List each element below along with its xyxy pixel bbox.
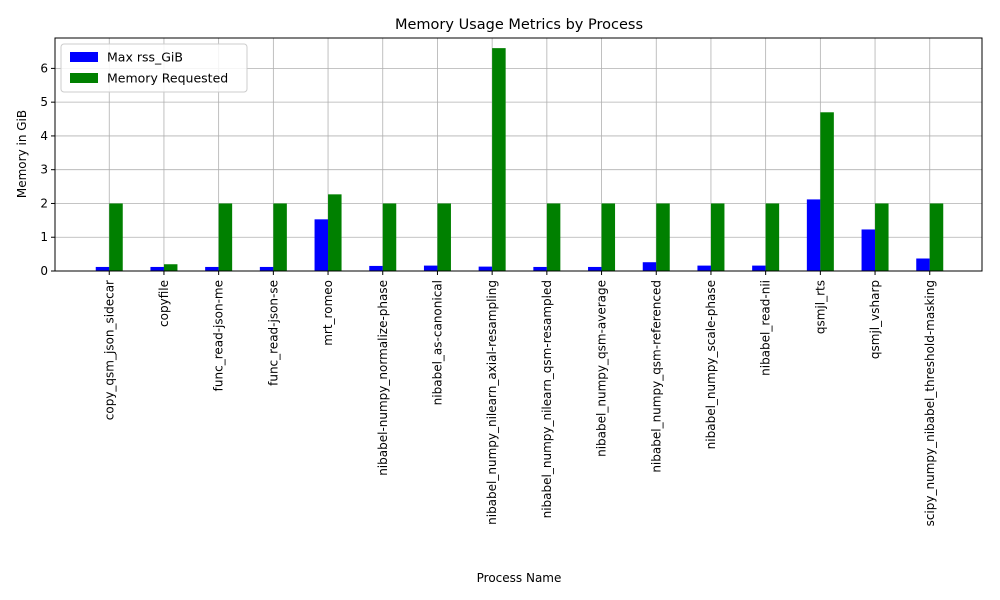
- bar-memory-requested: [273, 203, 287, 271]
- bar-max-rss: [369, 265, 383, 271]
- bar-memory-requested: [820, 112, 834, 271]
- x-tick-label: copyfile: [157, 280, 171, 327]
- y-tick-label: 1: [40, 230, 48, 244]
- y-tick-label: 6: [40, 61, 48, 75]
- bar-max-rss: [533, 266, 547, 271]
- x-tick-label: qsmjl_vsharp: [868, 280, 882, 359]
- bar-memory-requested: [218, 203, 233, 271]
- bar-memory-requested: [929, 203, 944, 271]
- legend-swatch: [70, 73, 98, 83]
- x-tick-label: func_read-json-se: [266, 280, 280, 386]
- bar-max-rss: [697, 265, 711, 271]
- bar-memory-requested: [601, 203, 616, 271]
- x-axis-label: Process Name: [477, 571, 562, 585]
- plot-frame: [54, 37, 983, 272]
- bar-max-rss: [806, 199, 821, 271]
- bar-max-rss: [916, 258, 930, 271]
- bar-max-rss: [423, 265, 438, 271]
- y-tick-label: 0: [40, 264, 48, 278]
- y-tick-label: 2: [40, 196, 48, 210]
- bar-memory-requested: [328, 194, 342, 271]
- bar-max-rss: [150, 266, 164, 271]
- x-tick-label: copy_qsm_json_sidecar: [102, 280, 116, 420]
- bar-memory-requested: [546, 203, 561, 271]
- chart-title: Memory Usage Metrics by Process: [395, 17, 643, 33]
- bar-max-rss: [314, 219, 329, 271]
- bar-memory-requested: [163, 264, 178, 271]
- x-tick-label: nibabel_numpy_nilearn_qsm-resampled: [540, 280, 554, 518]
- x-tick-label: nibabel-numpy_normalize-phase: [376, 280, 390, 476]
- bar-max-rss: [205, 266, 219, 271]
- bar-memory-requested: [875, 203, 889, 271]
- x-tick-label: qsmjl_rts: [813, 280, 827, 334]
- legend-swatch: [70, 52, 98, 62]
- bar-memory-requested: [656, 203, 670, 271]
- x-tick-label: nibabel_numpy_scale-phase: [704, 280, 718, 449]
- bar-max-rss: [752, 265, 766, 271]
- bar-max-rss: [642, 262, 657, 271]
- x-tick-label: nibabel_as-canonical: [430, 280, 444, 405]
- y-tick-label: 3: [40, 163, 48, 177]
- x-tick-label: mrt_romeo: [321, 280, 335, 346]
- legend-label: Max rss_GiB: [107, 50, 183, 65]
- bar-memory-requested: [492, 48, 506, 272]
- bar-memory-requested: [710, 203, 725, 271]
- legend-label: Memory Requested: [107, 71, 228, 86]
- x-tick-label: nibabel_read-nii: [759, 280, 773, 376]
- x-axis: copy_qsm_json_sidecar copyfile func_read-j…: [102, 271, 937, 526]
- bar-max-rss: [95, 266, 110, 271]
- bar-max-rss: [861, 229, 876, 271]
- y-axis-label: Memory in GiB: [15, 110, 29, 198]
- x-tick-label: nibabel_numpy_qsm-referenced: [649, 280, 663, 473]
- bar-max-rss: [478, 266, 493, 271]
- x-tick-label: func_read-json-me: [212, 280, 226, 391]
- y-tick-label: 4: [40, 129, 48, 143]
- legend: Max rss_GiB Memory Requested: [60, 43, 248, 93]
- y-axis: 0 1 2 3 4 5 6: [40, 61, 55, 278]
- bar-memory-requested: [382, 203, 397, 271]
- bar-memory-requested: [765, 203, 780, 271]
- bar-max-rss: [588, 266, 602, 271]
- bar-memory-requested: [109, 203, 123, 271]
- bars: [95, 48, 944, 272]
- legend-box: [60, 43, 248, 93]
- y-tick-label: 5: [40, 95, 48, 109]
- x-tick-label: nibabel_numpy_nilearn_axial-resampling: [485, 280, 499, 525]
- bar-memory-requested: [437, 203, 451, 271]
- bar-max-rss: [259, 266, 274, 271]
- x-tick-label: nibabel_numpy_qsm-average: [595, 280, 609, 457]
- x-tick-label: scipy_numpy_nibabel_threshold-masking: [923, 280, 937, 526]
